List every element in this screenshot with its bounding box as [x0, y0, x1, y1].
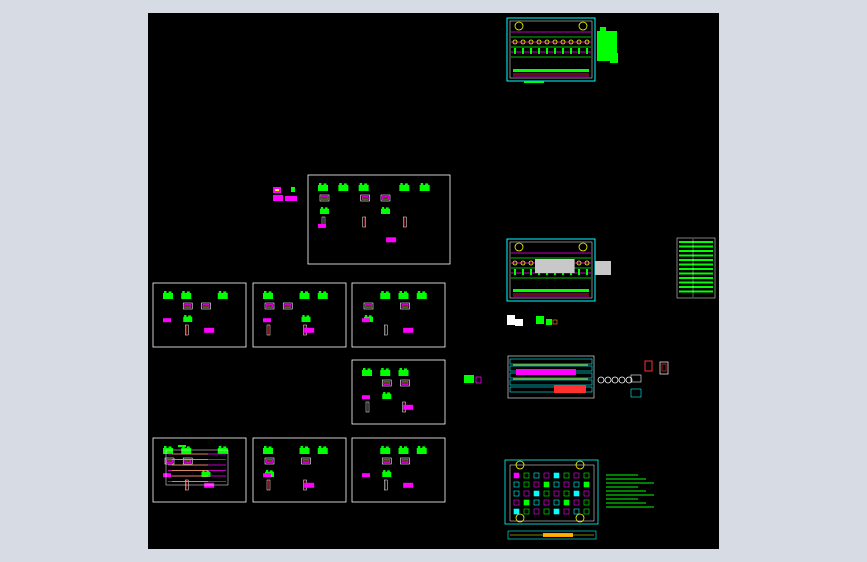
parts-sheet-4: [351, 359, 446, 425]
part-blob: [419, 183, 430, 191]
part-detail: [201, 302, 211, 310]
part-blob: [217, 291, 228, 299]
part-blob: [380, 368, 391, 376]
part-blob: [382, 392, 392, 399]
part-blob: [380, 291, 391, 299]
loose-parts-left: [273, 187, 297, 201]
part-blob: [398, 291, 409, 299]
part-blob: [416, 446, 427, 454]
part-detail: [164, 457, 175, 465]
part-blob: [181, 446, 192, 454]
part-detail: [360, 194, 370, 202]
part-blob: [381, 207, 390, 214]
part-blob: [317, 291, 328, 299]
part-blob: [398, 446, 409, 454]
parts-sheet-1: [152, 282, 247, 348]
part-detail: [319, 194, 330, 202]
part-blob: [299, 291, 310, 299]
part-blob: [399, 183, 410, 191]
parts-sheet-5-table: [165, 445, 229, 486]
part-blob: [183, 315, 193, 322]
part-blob: [301, 315, 311, 322]
mold-plan-middle: [506, 238, 611, 302]
part-blob: [380, 446, 391, 454]
part-detail: [380, 194, 391, 202]
parts-sheet-7: [351, 437, 446, 503]
part-blob: [217, 446, 228, 454]
part-blob: [382, 470, 392, 477]
part-detail: [182, 457, 193, 465]
part-detail: [264, 457, 275, 465]
loose-parts-middle: [464, 315, 558, 384]
part-blob: [398, 368, 409, 376]
parts-list-table: [676, 237, 716, 299]
part-detail: [400, 457, 410, 465]
cad-model-space[interactable]: [148, 13, 719, 549]
part-detail: [381, 457, 392, 465]
part-blob: [263, 446, 273, 454]
part-blob: [358, 183, 369, 191]
parts-sheet-top-center: [307, 174, 451, 265]
part-blob: [181, 291, 192, 299]
cad-drawing-canvas[interactable]: [148, 13, 719, 549]
parts-sheet-2: [252, 282, 347, 348]
part-detail: [400, 379, 410, 387]
mold-bottom-view: [504, 459, 654, 540]
part-detail: [363, 302, 374, 310]
part-detail: [182, 302, 193, 310]
part-blob: [263, 291, 273, 299]
parts-sheet-5: [152, 437, 247, 503]
part-blob: [317, 446, 328, 454]
part-detail: [381, 379, 392, 387]
part-blob: [416, 291, 427, 299]
part-detail: [264, 302, 275, 310]
mold-plan-top: [506, 17, 618, 83]
part-blob: [338, 183, 349, 191]
part-detail: [400, 302, 410, 310]
part-blob: [362, 368, 372, 376]
part-detail: [282, 302, 293, 310]
part-blob: [299, 446, 310, 454]
parts-sheet-6: [252, 437, 347, 503]
part-blob: [320, 207, 329, 214]
parts-sheet-3: [351, 282, 446, 348]
part-detail: [301, 457, 311, 465]
mold-section-view: [507, 355, 669, 399]
part-blob: [201, 470, 211, 477]
part-blob: [163, 446, 173, 454]
part-blob: [318, 183, 328, 191]
part-blob: [163, 291, 173, 299]
